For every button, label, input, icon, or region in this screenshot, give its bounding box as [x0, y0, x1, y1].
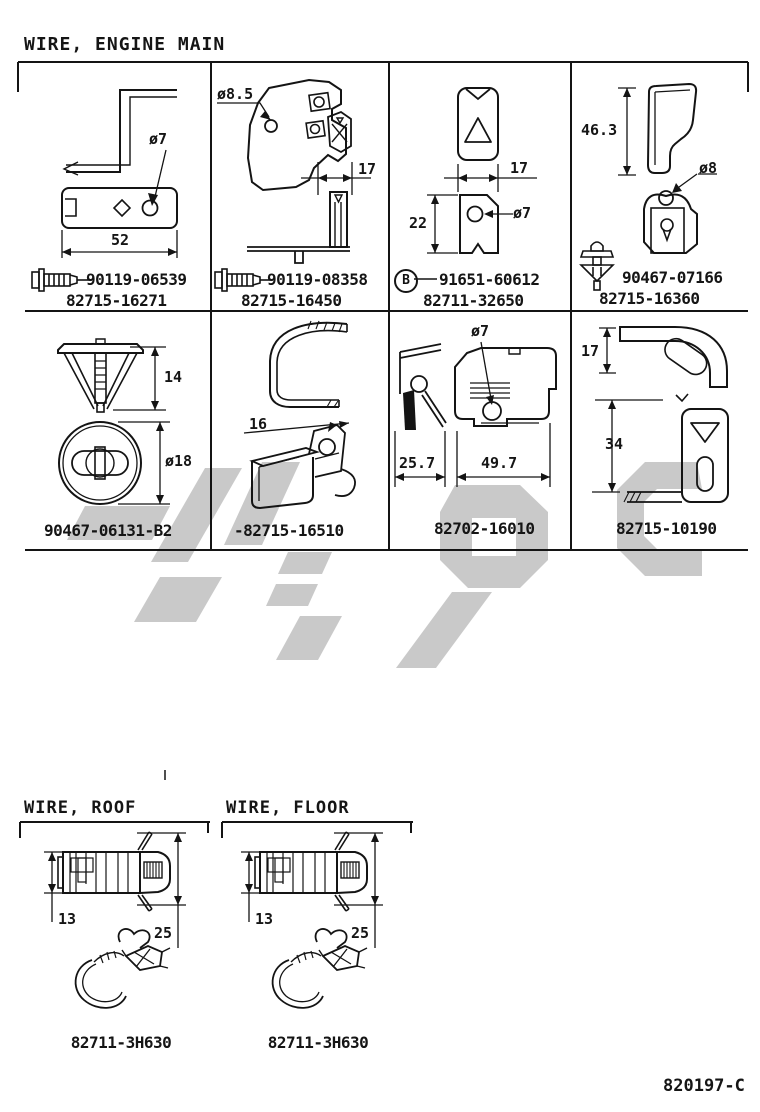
fastener-part-number: 91651-60612: [439, 270, 540, 289]
part-cell: ø7 25.7 49.7 82702-16010: [389, 311, 571, 550]
dimension-label: ø7: [471, 322, 490, 340]
part-number: 82715-16360: [599, 289, 700, 308]
part-cell: 46.3 ø8 90467-07166 82715-16360: [571, 62, 748, 311]
dimension-label: 17: [510, 159, 529, 177]
fastener-part-number: 90119-08358: [267, 270, 368, 289]
part-drawing-bracket: [31, 89, 178, 292]
page-title: WIRE, ENGINE MAIN: [24, 34, 226, 55]
section-title-floor: WIRE, FLOOR: [226, 798, 350, 818]
dimension-label: 25: [154, 924, 173, 942]
part-cell: 17 34 82715-10190: [571, 311, 748, 550]
dimension-label: 16: [249, 415, 268, 433]
dimension-label: 17: [358, 160, 377, 178]
part-number: 82715-16450: [241, 291, 342, 310]
section-wire-roof: 13 25 82711-3H630: [18, 826, 223, 1066]
dimension-label: 25: [351, 924, 370, 942]
part-number: -82715-16510: [234, 521, 344, 540]
part-drawing-connector-clip: [44, 831, 186, 1009]
dimension-label: ø7: [513, 204, 532, 222]
part-cell: 14 ø18 90467-06131-B2: [18, 311, 211, 550]
part-drawing-clamp: [394, 341, 557, 487]
dimension-label: 34: [605, 435, 624, 453]
section-title-roof: WIRE, ROOF: [24, 798, 137, 818]
dimension-label: ø18: [165, 452, 193, 470]
dimension-label: 52: [111, 231, 130, 249]
section-wire-floor: 13 25 82711-3H630: [215, 826, 420, 1066]
part-number: 82715-10190: [616, 519, 717, 538]
part-drawing-hook-clip: [243, 320, 356, 510]
dimension-label: 13: [255, 910, 274, 928]
part-cell: ø7 52 90119-06539 82715-16271: [18, 62, 211, 311]
part-drawing-pin: [57, 338, 170, 505]
part-drawing-connector-clip: [241, 831, 383, 1009]
dimension-label: ø7: [149, 130, 168, 148]
dimension-label: ø8: [699, 159, 718, 177]
part-number: 90467-06131-B2: [44, 521, 172, 540]
part-drawing-bracket: [579, 82, 717, 291]
push-pin-icon: [579, 241, 615, 291]
part-number: 82711-32650: [423, 291, 524, 310]
part-number: 82711-3H630: [267, 1033, 369, 1052]
fastener-part-number: 90467-07166: [622, 268, 723, 287]
part-drawing-bracket: [214, 78, 371, 292]
bolt-icon: [31, 268, 92, 292]
bolt-icon: [214, 268, 273, 292]
part-number: 82715-16271: [66, 291, 167, 310]
dimension-label: 13: [58, 910, 77, 928]
part-number: 82702-16010: [434, 519, 535, 538]
dimension-label: 49.7: [481, 454, 518, 472]
callout-b-icon: B: [394, 269, 418, 293]
fastener-part-number: 90119-06539: [86, 270, 187, 289]
dimension-label: 14: [164, 368, 183, 386]
part-drawing-clip: [414, 87, 537, 280]
dimension-label: ø8.5: [217, 85, 254, 103]
dimension-label: 25.7: [399, 454, 436, 472]
dimension-label: 17: [581, 342, 600, 360]
doc-code: 820197-C: [663, 1076, 745, 1096]
dimension-label: 22: [409, 214, 428, 232]
part-cell: 16 -82715-16510: [211, 311, 389, 550]
part-number: 82711-3H630: [70, 1033, 172, 1052]
dimension-label: 46.3: [581, 121, 618, 139]
part-cell: B 17 ø7 22 91651-60612 82711-32650: [389, 62, 571, 311]
part-drawing-hook: [592, 326, 729, 503]
part-cell: ø8.5 17 90119-08358 82715-16450: [211, 62, 389, 311]
